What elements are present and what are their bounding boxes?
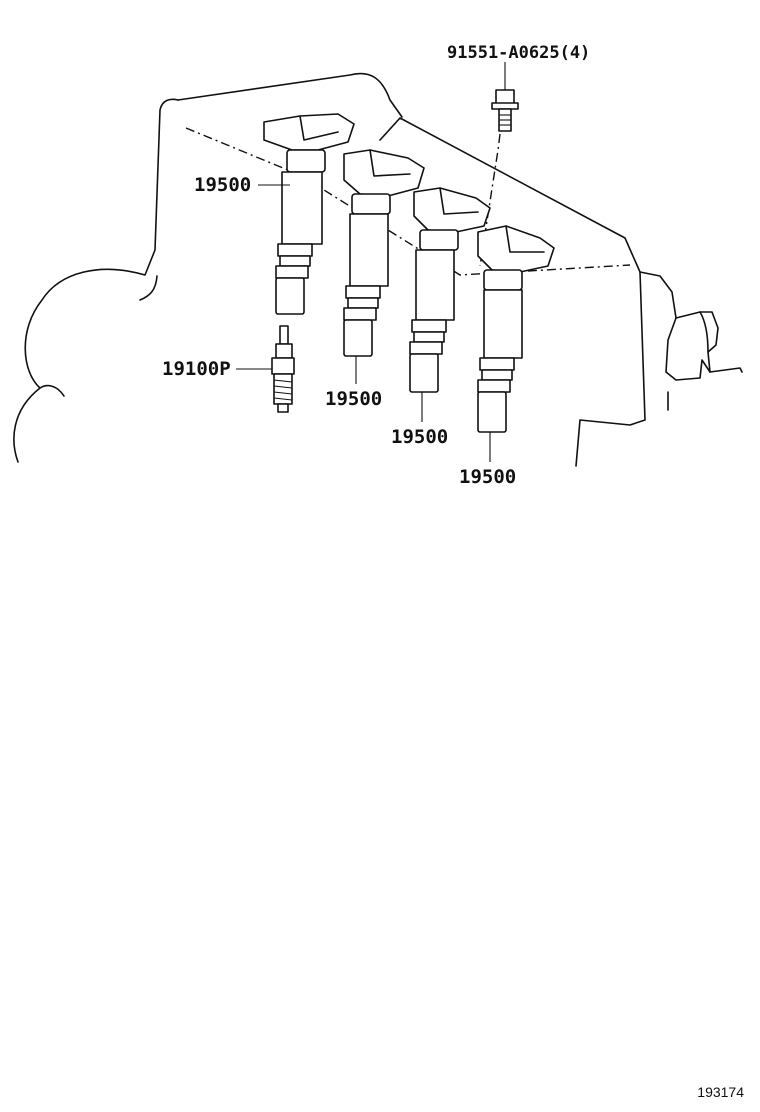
- coil-3-part-number: 19500: [391, 426, 448, 448]
- diagram-id: 193174: [697, 1084, 744, 1100]
- ignition-coil-4: [477, 225, 555, 433]
- bolt: [491, 89, 519, 132]
- ignition-coil-3: [409, 187, 491, 393]
- coil-1-part-number: 19500: [194, 174, 251, 196]
- spark-plug-part-number: 19100P: [162, 358, 231, 380]
- ignition-coil-2: [343, 149, 425, 357]
- leader-lines: [236, 62, 506, 462]
- ignition-coil-1: [263, 113, 355, 315]
- engine-outline: [13, 72, 743, 467]
- coil-2-part-number: 19500: [325, 388, 382, 410]
- bolt-part-number: 91551-A0625(4): [447, 43, 590, 63]
- centerlines: [185, 127, 631, 276]
- coil-4-part-number: 19500: [459, 466, 516, 488]
- spark-plug: [271, 325, 295, 413]
